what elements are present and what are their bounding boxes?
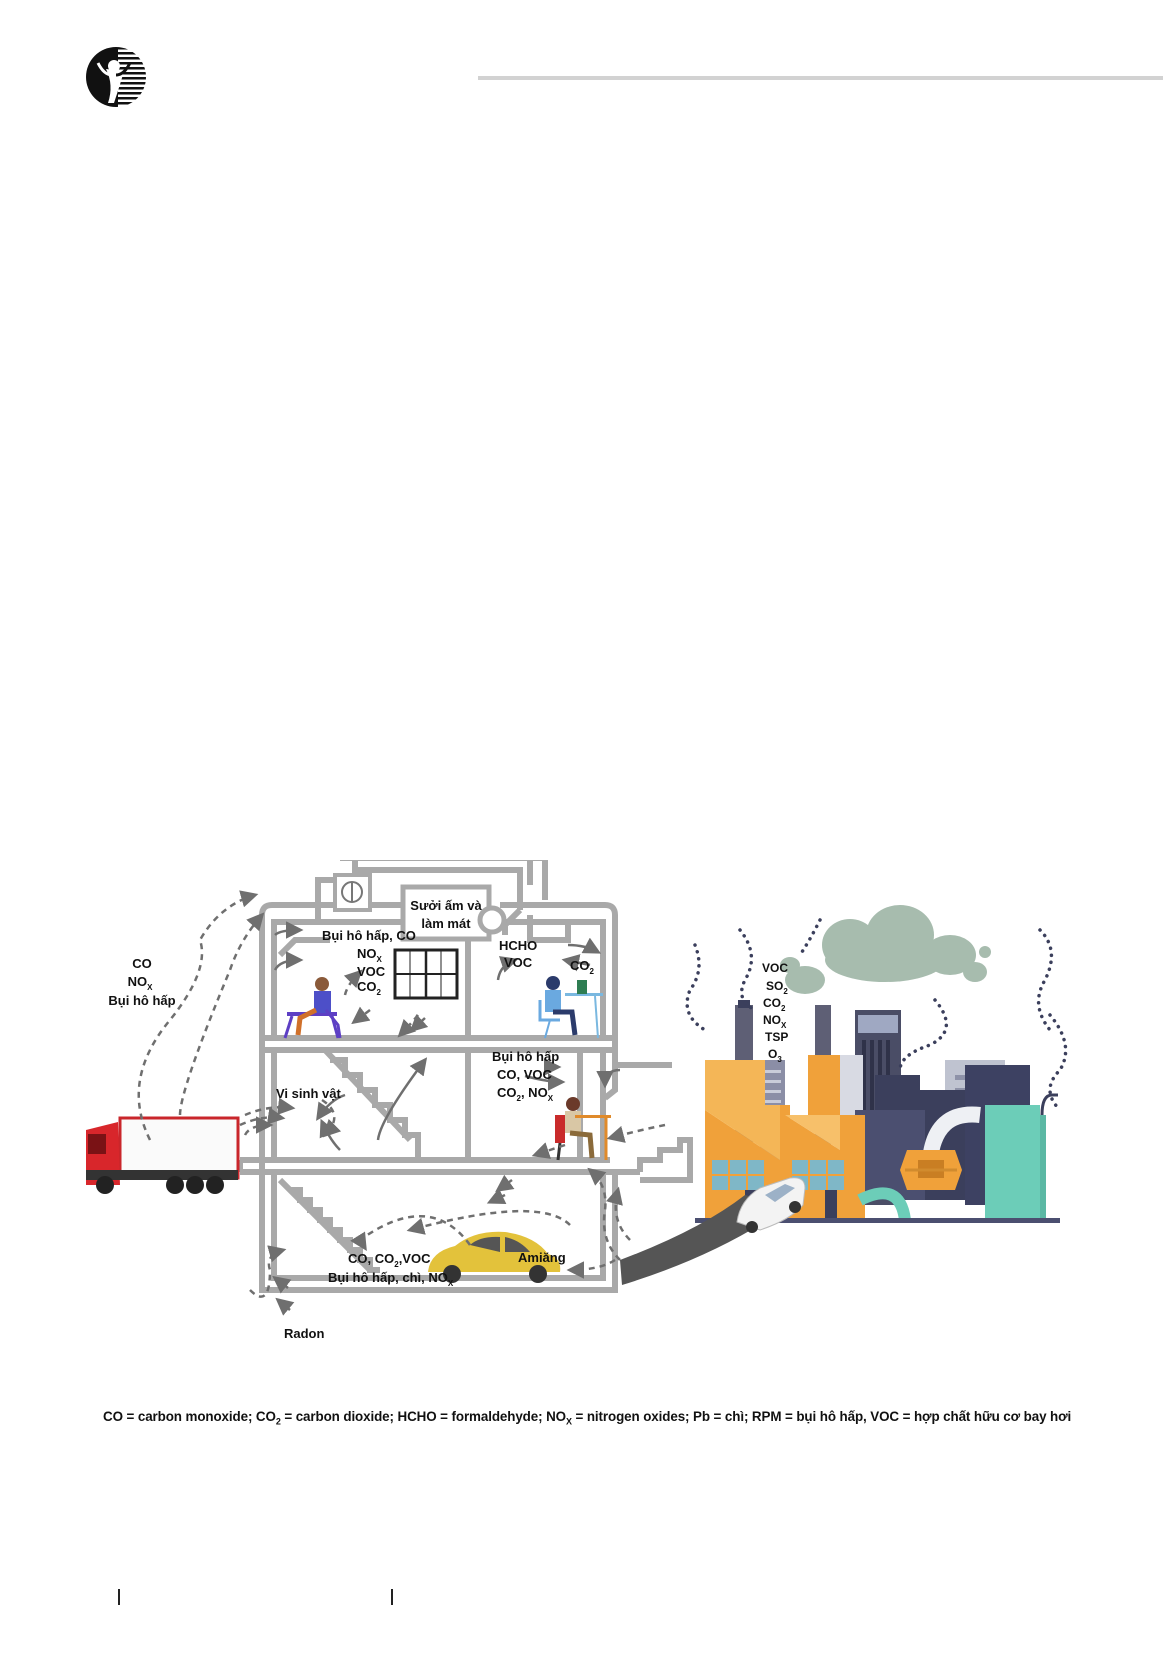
ground-office-label-3: CO2, NOX	[497, 1085, 554, 1103]
room-mid-label-voc: VOC	[504, 955, 533, 970]
footer-divider-right	[391, 1589, 393, 1605]
factory-label-so2: SO2	[766, 979, 788, 996]
window-icon	[393, 948, 459, 1000]
room-left-label-co2: CO2	[357, 979, 382, 997]
outdoor-label-co: CO	[132, 956, 152, 971]
hvac-label-line1: Sưởi ấm và	[410, 898, 482, 913]
indoor-outdoor-pollution-diagram: Sưởi ấm và làm mát	[86, 860, 1068, 1341]
abbreviation-legend: CO = carbon monoxide; CO2 = carbon dioxi…	[103, 1409, 1072, 1427]
smoke-cloud	[780, 905, 991, 994]
room-left-label-nox: NOX	[357, 946, 383, 964]
outdoor-label-dust: Bụi hô hấp	[108, 993, 175, 1008]
room-mid-label-hcho: HCHO	[499, 938, 537, 953]
person-left-icon	[283, 977, 342, 1039]
hvac-unit	[400, 884, 492, 942]
header-rule	[478, 76, 1163, 80]
asbestos-label: Amiăng	[518, 1250, 566, 1265]
hvac-label-line2: làm mát	[421, 916, 471, 931]
factory-complex	[685, 905, 1068, 1223]
person-right-icon	[538, 976, 603, 1039]
radon-label: Radon	[284, 1326, 325, 1341]
logo-icon	[86, 47, 146, 107]
factory-label-tsp: TSP	[765, 1030, 788, 1044]
white-car	[736, 1177, 806, 1233]
ground-office-label-2: CO, VOC	[497, 1067, 553, 1082]
basement-label-2: Bụi hô hấp, chì, NOX	[328, 1270, 454, 1288]
room-left-label-voc: VOC	[357, 964, 386, 979]
factory-label-co2: CO2	[763, 996, 786, 1013]
room-right-label-co2: CO2	[570, 958, 595, 976]
basement-label-1: CO, CO2,VOC	[348, 1251, 431, 1269]
yellow-car-icon	[428, 1231, 561, 1283]
factory-label-nox: NOX	[763, 1013, 787, 1030]
microbes-label: Vi sinh vật	[276, 1086, 341, 1101]
factory-label-o3: O3	[768, 1047, 782, 1064]
outdoor-label-nox: NOX	[128, 974, 154, 992]
truck-icon	[86, 1116, 240, 1194]
room-left-label-1: Bụi hô hấp, CO	[322, 928, 416, 943]
ground-office-label-1: Bụi hô hấp	[492, 1049, 559, 1064]
factory-label-voc: VOC	[762, 961, 788, 975]
footer-divider-left	[118, 1589, 120, 1605]
person-ground-icon	[555, 1097, 611, 1161]
house-walls	[237, 860, 693, 1293]
duct-fan	[477, 905, 507, 935]
